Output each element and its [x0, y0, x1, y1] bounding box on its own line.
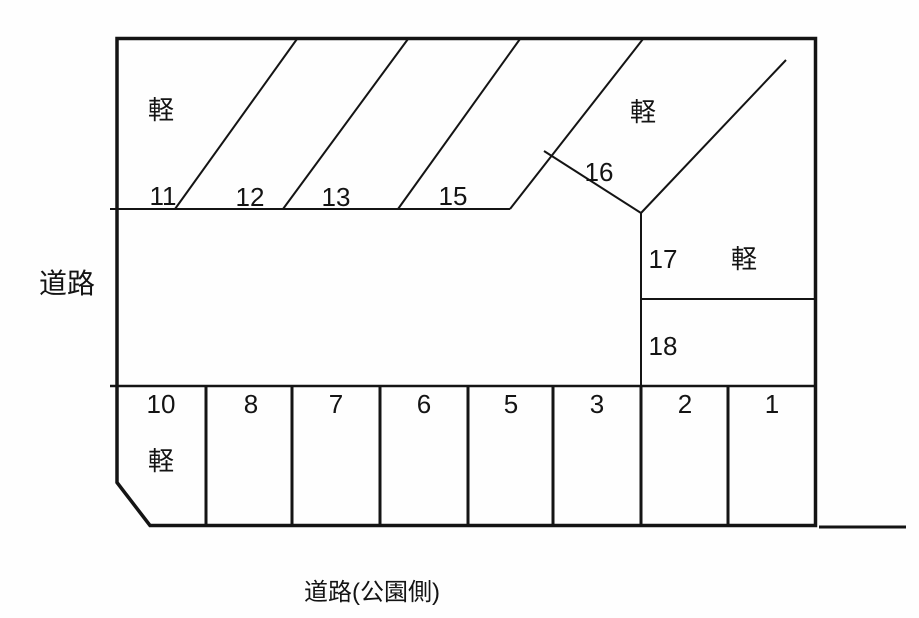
kei-mark-top-right: 軽: [630, 97, 656, 127]
stall-number-6: 6: [417, 389, 431, 419]
stall-divider-12-13: [282, 38, 409, 210]
stall-number-17: 17: [649, 244, 678, 274]
stall-divider-13-15: [397, 38, 521, 210]
road-label-left: 道路: [39, 268, 95, 299]
stall-number-1: 1: [765, 389, 779, 419]
stall-number-8: 8: [244, 389, 258, 419]
stall-number-18: 18: [649, 331, 678, 361]
kei-mark-stall-17: 軽: [731, 244, 757, 274]
stall-number-13: 13: [322, 182, 351, 212]
stall-divider-16-17: [640, 59, 787, 214]
stall-divider-11-12: [174, 38, 298, 210]
stall-number-7: 7: [329, 389, 343, 419]
kei-mark-top-left: 軽: [148, 95, 174, 125]
road-label-bottom-park-side: 道路(公園側): [304, 579, 440, 606]
lot-boundary-outline: [115, 36, 818, 528]
stall-number-3: 3: [590, 389, 604, 419]
stall-number-12: 12: [236, 182, 265, 212]
stall-number-2: 2: [678, 389, 692, 419]
stall-number-10: 10: [147, 389, 176, 419]
stall-number-15: 15: [439, 181, 468, 211]
stall-number-11: 11: [150, 181, 177, 211]
stall-divider-15-16: [509, 38, 644, 210]
stall-number-5: 5: [504, 389, 518, 419]
stall-number-16: 16: [585, 157, 614, 187]
stall-16-front-line: [543, 150, 642, 214]
kei-mark-stall-10: 軽: [148, 446, 174, 476]
